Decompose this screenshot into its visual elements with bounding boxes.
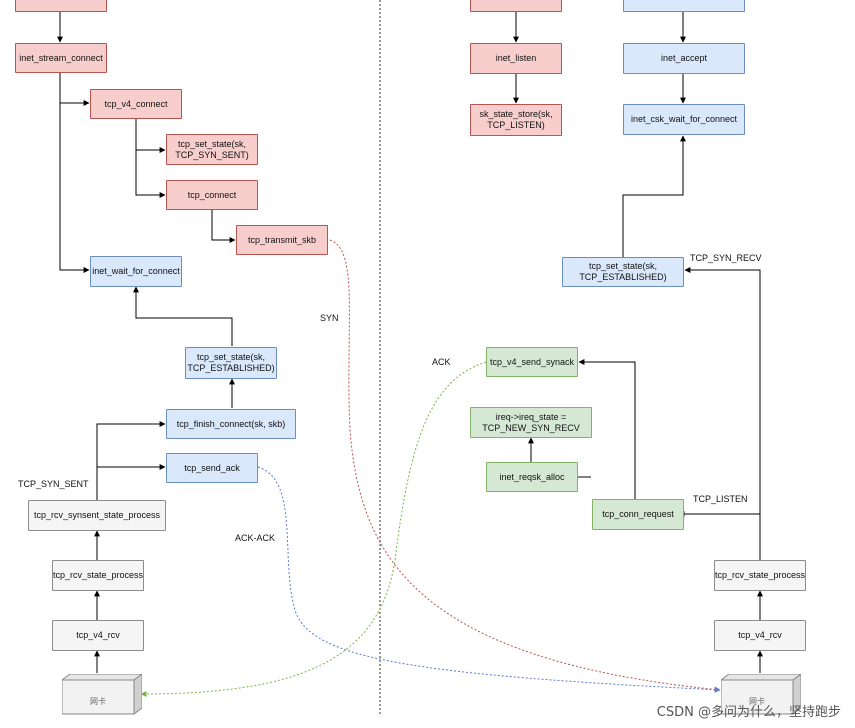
left-nic: 网卡 (60, 673, 144, 715)
tcp-send-ack-box: tcp_send_ack (166, 453, 258, 483)
watermark: CSDN @多问为什么，坚持跑步 (656, 705, 841, 720)
right-nic-icon (719, 673, 803, 715)
left-connectors (57, 12, 236, 673)
tcp-set-state-syn-sent-box: tcp_set_state(sk, TCP_SYN_SENT) (166, 134, 258, 165)
tcp-rcv-synsent-state-process-box: tcp_rcv_synsent_state_process (28, 500, 166, 531)
tcp-connect-box: tcp_connect (166, 180, 258, 210)
inet-reqsk-alloc-box: inet_reqsk_alloc (486, 462, 578, 492)
tcp-finish-connect-box: tcp_finish_connect(sk, skb) (166, 409, 296, 439)
inet-listen-box: inet_listen (470, 43, 562, 74)
right-top-cut-box-red (470, 0, 562, 12)
left-nic-label: 网卡 (90, 697, 106, 706)
right-tcp-set-state-established-box: tcp_set_state(sk, TCP_ESTABLISHED) (562, 257, 684, 287)
ireq-state-box: ireq->ireq_state = TCP_NEW_SYN_RECV (470, 407, 592, 438)
left-tcp-set-state-established-box: tcp_set_state(sk, TCP_ESTABLISHED) (185, 347, 277, 379)
left-state-label: TCP_SYN_SENT (18, 479, 89, 489)
ack-ack-label: ACK-ACK (235, 533, 276, 543)
left-top-cut-box (15, 0, 107, 12)
inet-accept-box: inet_accept (623, 43, 745, 74)
syn-recv-label: TCP_SYN_RECV (690, 253, 762, 263)
sk-state-store-box: sk_state_store(sk, TCP_LISTEN) (470, 104, 562, 136)
right-connectors (513, 12, 763, 673)
listen-label: TCP_LISTEN (693, 494, 748, 504)
inet-csk-wait-for-connect-box: inet_csk_wait_for_connect (623, 104, 745, 135)
ack-ack-flow-line (257, 466, 721, 693)
inet-wait-for-connect-box: inet_wait_for_connect (90, 256, 182, 287)
right-tcp-rcv-state-process-box: tcp_rcv_state_process (714, 560, 806, 591)
left-tcp-rcv-state-process-box: tcp_rcv_state_process (52, 560, 144, 591)
right-top-cut-box-blue (623, 0, 745, 12)
tcp-conn-request-box: tcp_conn_request (592, 499, 684, 530)
left-nic-icon (60, 673, 144, 715)
right-tcp-v4-rcv-box: tcp_v4_rcv (714, 620, 806, 651)
tcp-v4-send-synack-box: tcp_v4_send_synack (486, 347, 578, 377)
right-nic-label: 网卡 (749, 697, 765, 706)
inet-stream-connect-box: inet_stream_connect (15, 43, 107, 73)
syn-label: SYN (320, 313, 339, 323)
ack-label: ACK (432, 357, 451, 367)
left-tcp-v4-rcv-box: tcp_v4_rcv (52, 620, 144, 651)
tcp-transmit-skb-box: tcp_transmit_skb (236, 225, 328, 255)
right-nic: 网卡 (719, 673, 803, 715)
tcp-v4-connect-box: tcp_v4_connect (90, 89, 182, 119)
ack-flow-line (140, 361, 487, 697)
